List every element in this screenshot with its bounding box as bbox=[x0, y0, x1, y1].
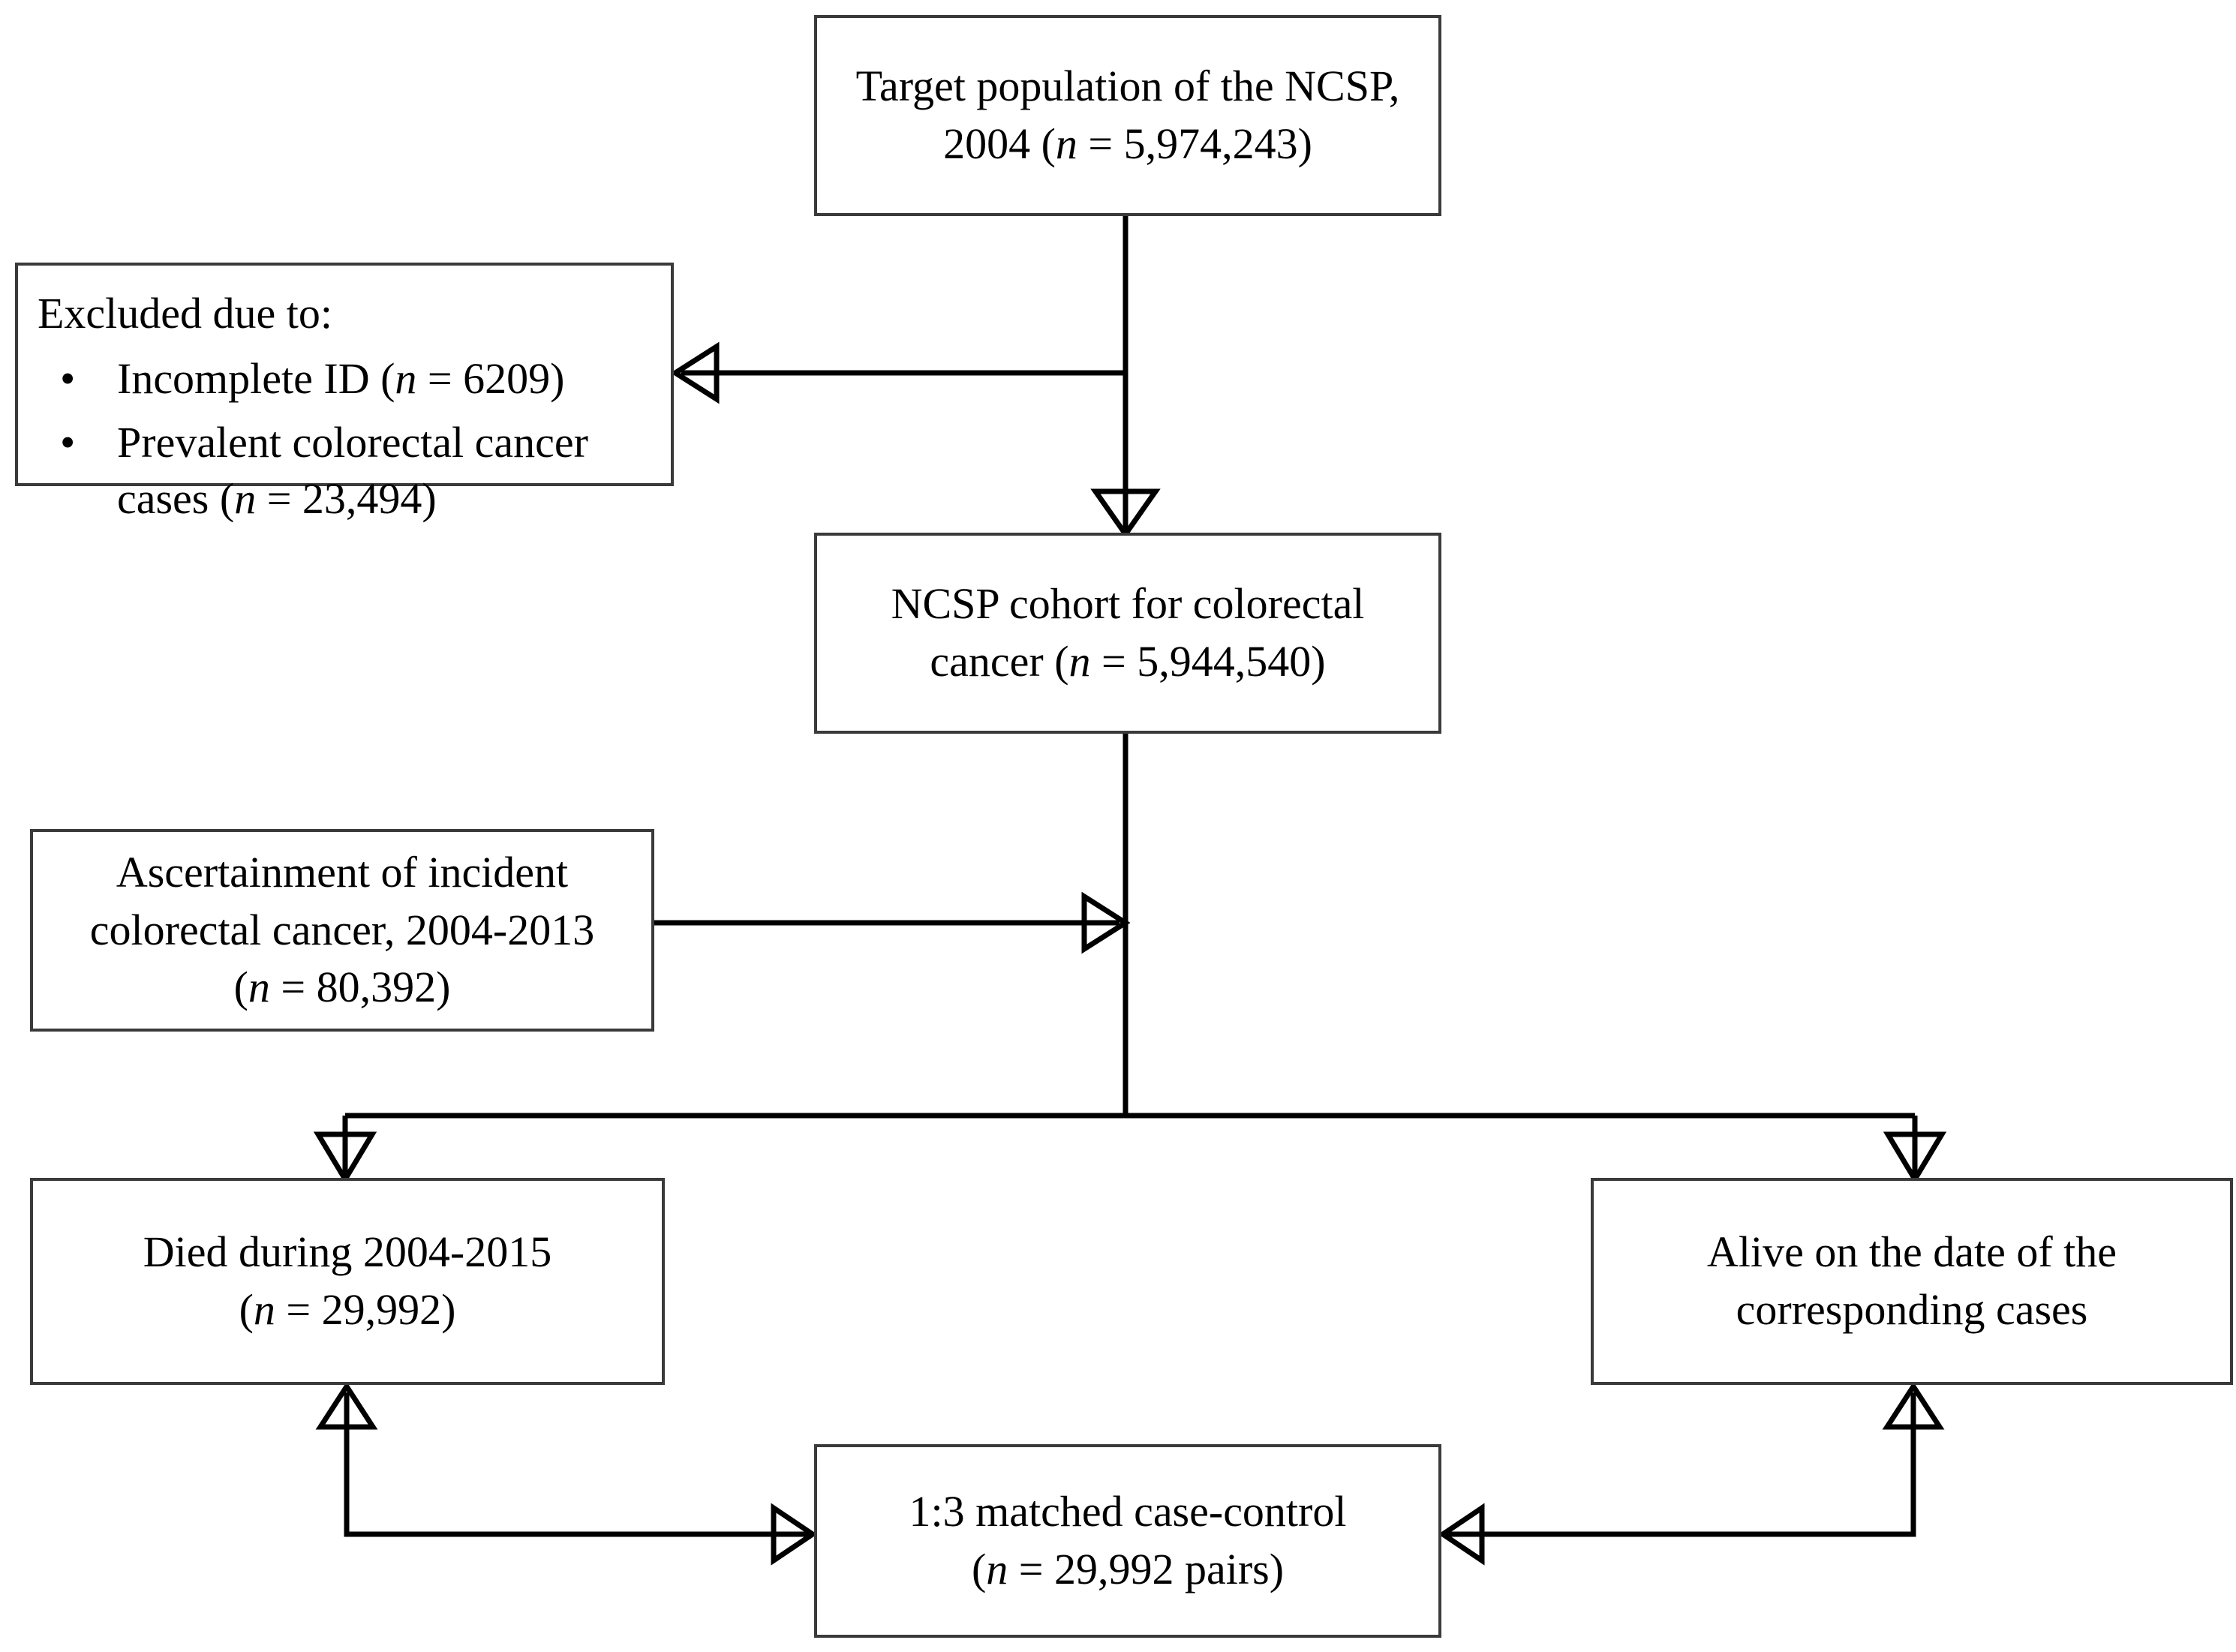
excluded-item-0-suffix: = 6209) bbox=[416, 353, 565, 403]
ncsp-cohort-n-symbol: n bbox=[1068, 637, 1091, 686]
ascertainment-line2: colorectal cancer, 2004-2013 bbox=[89, 905, 595, 954]
matched-line2-suffix: = 29,992 pairs) bbox=[1008, 1545, 1285, 1593]
node-alive-text: Alive on the date of the corresponding c… bbox=[1610, 1224, 2213, 1338]
excluded-item-prevalent-cases: • Prevalent colorectal cancer cases (n = … bbox=[38, 414, 656, 527]
node-matched-case-control: 1:3 matched case-control (n = 29,992 pai… bbox=[814, 1444, 1441, 1638]
died-line2-suffix: = 29,992) bbox=[275, 1285, 456, 1334]
arrowhead-left-excluded bbox=[670, 341, 720, 404]
edge-alive-to-matched bbox=[1447, 1392, 1916, 1537]
excluded-item-incomplete-id: • Incomplete ID (n = 6209) bbox=[38, 350, 656, 407]
died-n-symbol: n bbox=[253, 1285, 275, 1334]
excluded-item-1-prefix: Prevalent colorectal cancer cases ( bbox=[117, 417, 588, 524]
matched-n-symbol: n bbox=[986, 1545, 1008, 1593]
node-ncsp-cohort-text: NCSP cohort for colorectal cancer (n = 5… bbox=[834, 575, 1422, 690]
arrowhead-up-died-bottom bbox=[315, 1381, 378, 1430]
target-population-line1: Target population of the NCSP, bbox=[855, 62, 1400, 111]
ascertainment-n-symbol: n bbox=[248, 963, 270, 1012]
excluded-item-0-n-symbol: n bbox=[395, 353, 417, 403]
node-alive: Alive on the date of the corresponding c… bbox=[1591, 1178, 2233, 1385]
arrowhead-down-died bbox=[313, 1131, 377, 1185]
ncsp-cohort-line2-prefix: cancer ( bbox=[930, 637, 1069, 686]
arrowhead-up-alive-bottom bbox=[1882, 1381, 1945, 1430]
node-ascertainment: Ascertainment of incident colorectal can… bbox=[30, 829, 654, 1032]
bullet-icon: • bbox=[60, 417, 76, 467]
node-target-population-text: Target population of the NCSP, 2004 (n =… bbox=[834, 58, 1422, 173]
arrowhead-right-matched-left bbox=[771, 1503, 818, 1566]
died-line1: Died during 2004-2015 bbox=[143, 1227, 552, 1277]
matched-line1: 1:3 matched case-control bbox=[909, 1487, 1347, 1536]
ascertainment-line1: Ascertainment of incident bbox=[116, 848, 569, 897]
node-died: Died during 2004-2015 (n = 29,992) bbox=[30, 1178, 665, 1385]
ncsp-cohort-line2-suffix: = 5,944,540) bbox=[1090, 637, 1326, 686]
matched-line2-prefix: ( bbox=[971, 1545, 987, 1593]
node-ascertainment-text: Ascertainment of incident colorectal can… bbox=[50, 844, 635, 1017]
arrowhead-down-alive bbox=[1883, 1131, 1947, 1185]
node-matched-text: 1:3 matched case-control (n = 29,992 pai… bbox=[834, 1483, 1422, 1598]
ascertainment-line3-prefix: ( bbox=[233, 963, 248, 1012]
excluded-bullet-list: •Incomplete ID (n = 6209) •Prevalent col… bbox=[38, 350, 656, 527]
alive-line2: corresponding cases bbox=[1736, 1285, 2088, 1334]
excluded-item-1-n-symbol: n bbox=[234, 474, 257, 524]
arrowhead-down-ncsp bbox=[1090, 488, 1161, 539]
excluded-heading: Excluded due to: bbox=[38, 289, 333, 338]
edge-died-to-matched bbox=[344, 1392, 809, 1537]
excluded-item-0-prefix: Incomplete ID ( bbox=[117, 353, 395, 403]
node-excluded-text: Excluded due to: •Incomplete ID (n = 620… bbox=[38, 285, 656, 535]
ncsp-cohort-line1: NCSP cohort for colorectal bbox=[891, 579, 1365, 629]
node-died-text: Died during 2004-2015 (n = 29,992) bbox=[50, 1224, 645, 1338]
node-ncsp-cohort: NCSP cohort for colorectal cancer (n = 5… bbox=[814, 533, 1441, 734]
alive-line1: Alive on the date of the bbox=[1707, 1227, 2117, 1277]
node-excluded: Excluded due to: •Incomplete ID (n = 620… bbox=[15, 263, 674, 523]
target-population-line2-prefix: 2004 ( bbox=[943, 119, 1056, 168]
target-population-n-symbol: n bbox=[1055, 119, 1077, 168]
target-population-line2-suffix: = 5,974,243) bbox=[1077, 119, 1312, 168]
arrowhead-right-trunk bbox=[1081, 891, 1131, 954]
died-line2-prefix: ( bbox=[239, 1285, 254, 1334]
bullet-icon: • bbox=[60, 353, 76, 403]
excluded-item-1-suffix: = 23,494) bbox=[256, 474, 437, 524]
arrowhead-left-matched-right bbox=[1438, 1503, 1485, 1566]
ascertainment-line3-suffix: = 80,392) bbox=[269, 963, 451, 1012]
node-target-population: Target population of the NCSP, 2004 (n =… bbox=[814, 15, 1441, 216]
